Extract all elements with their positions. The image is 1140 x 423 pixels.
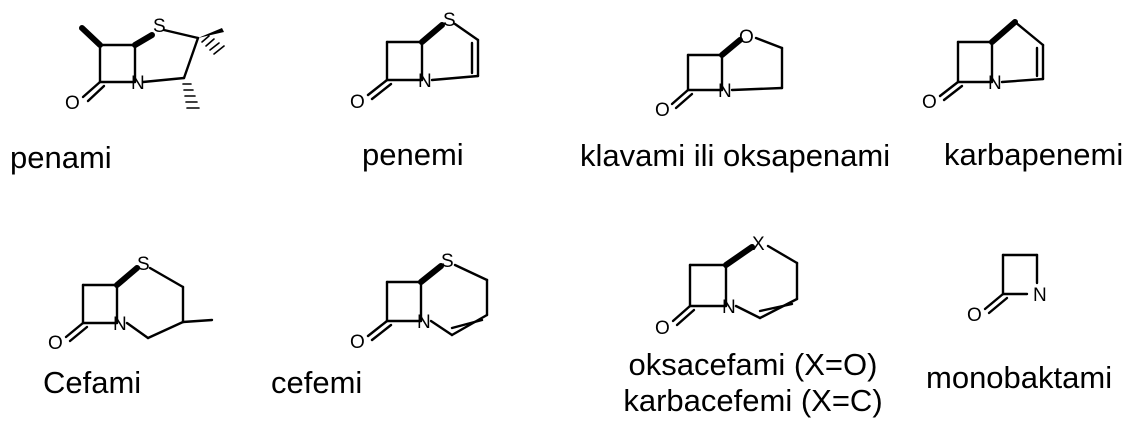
nitrogen-atom-label: N [1033,285,1047,306]
oxygen-atom-label: O [655,318,670,339]
penem-caption: penemi [362,137,464,172]
oxygen-ring-atom-label: O [739,27,754,48]
sulfur-atom-label: S [153,16,166,37]
clavam-caption: klavami ili oksapenami [580,138,891,173]
oxygen-atom-label: O [655,100,670,121]
sulfur-atom-label: S [137,254,150,275]
nitrogen-atom-label: N [722,297,736,318]
sulfur-atom-label: S [441,251,454,272]
nitrogen-atom-label: N [113,314,127,335]
sulfur-atom-label: S [443,10,456,31]
cepham-caption: Cefami [43,365,142,400]
oxygen-atom-label: O [48,333,63,354]
carbapenem-caption: karbapenemi [944,137,1124,172]
oxygen-atom-label: O [350,332,365,353]
oxygen-atom-label: O [350,92,365,113]
nitrogen-atom-label: N [417,312,431,333]
cephem-caption: cefemi [271,365,363,400]
oxygen-atom-label: O [922,92,937,113]
monobactam-caption: monobaktami [926,360,1113,395]
oxacephem-caption-line2: karbacefemi (X=C) [623,383,883,418]
oxacephem-caption: oksacefami (X=O) karbacefemi (X=C) [608,347,898,419]
nitrogen-atom-label: N [418,71,432,92]
x-atom-label: X [752,234,765,255]
nitrogen-atom-label: N [718,81,732,102]
nitrogen-atom-label: N [131,73,145,94]
oxygen-atom-label: O [65,93,80,114]
penam-caption: penami [10,140,112,175]
oxacephem-caption-line1: oksacefami (X=O) [628,347,878,382]
nitrogen-atom-label: N [988,73,1002,94]
oxygen-atom-label: O [967,305,982,326]
